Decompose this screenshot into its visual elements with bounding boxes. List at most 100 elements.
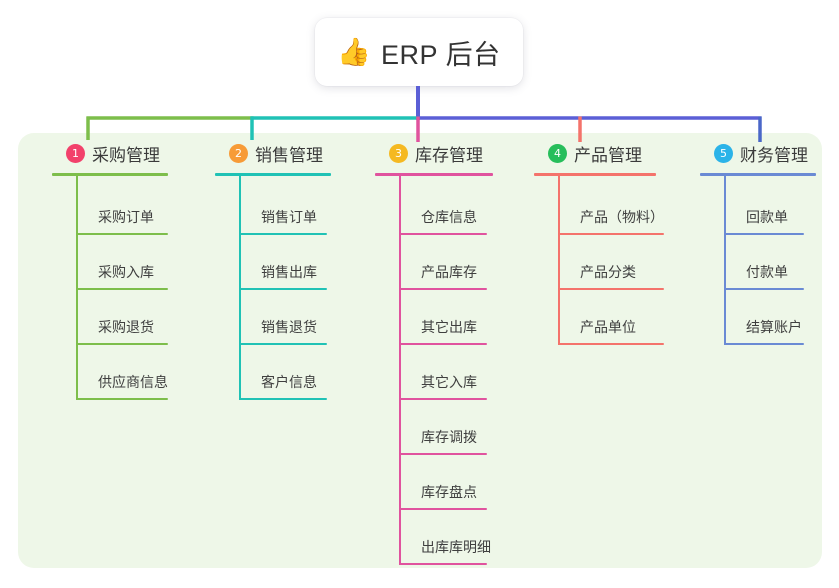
branch-item-list: 销售订单销售出库销售退货客户信息 (239, 176, 359, 400)
branch-item-label: 销售订单 (261, 209, 317, 225)
branch-item-label: 仓库信息 (421, 209, 477, 225)
branch-header-1[interactable]: 1 采购管理 (48, 133, 196, 173)
branch-item[interactable]: 产品分类 (558, 235, 690, 290)
branch-item-label: 采购退货 (98, 319, 154, 335)
branch-item-underline (239, 343, 327, 345)
branch-number-badge: 5 (714, 143, 733, 163)
branch-item-label: 回款单 (746, 209, 788, 225)
branch-item[interactable]: 销售订单 (239, 180, 359, 235)
branch-item-underline (399, 508, 487, 510)
branch-item[interactable]: 产品（物料） (558, 180, 690, 235)
branch-item-label: 付款单 (746, 264, 788, 280)
branch-item-underline (558, 288, 664, 290)
branch-column-5: 5 财务管理回款单付款单结算账户 (696, 133, 839, 345)
branch-item-underline (76, 343, 168, 345)
branch-item[interactable]: 结算账户 (724, 290, 839, 345)
branch-item-underline (239, 233, 327, 235)
branch-header-4[interactable]: 4 产品管理 (530, 133, 690, 173)
branch-header-underline (52, 173, 168, 176)
branch-item-label: 产品库存 (421, 264, 477, 280)
branch-header-3[interactable]: 3 库存管理 (371, 133, 523, 173)
branch-header-underline (215, 173, 331, 176)
branch-item[interactable]: 其它入库 (399, 345, 523, 400)
branch-item-underline (724, 343, 804, 345)
branch-item-label: 采购订单 (98, 209, 154, 225)
branch-item-underline (76, 398, 168, 400)
branch-title-label: 财务管理 (740, 145, 808, 165)
thumbs-up-icon: 👍 (337, 37, 372, 67)
branch-item-label: 其它入库 (421, 374, 477, 390)
branch-column-2: 2 销售管理销售订单销售出库销售退货客户信息 (211, 133, 359, 400)
branch-column-3: 3 库存管理仓库信息产品库存其它出库其它入库库存调拨库存盘点出库库明细 (371, 133, 523, 565)
branch-item-underline (76, 288, 168, 290)
branch-item[interactable]: 库存调拨 (399, 400, 523, 455)
branch-header-2[interactable]: 2 销售管理 (211, 133, 359, 173)
branch-item-underline (239, 288, 327, 290)
branch-item-underline (76, 233, 168, 235)
branch-item-label: 产品分类 (580, 264, 636, 280)
branch-item[interactable]: 出库库明细 (399, 510, 523, 565)
branch-item[interactable]: 仓库信息 (399, 180, 523, 235)
branch-item-label: 产品单位 (580, 319, 636, 335)
branch-item-underline (399, 233, 487, 235)
branch-item[interactable]: 采购入库 (76, 235, 196, 290)
branch-item[interactable]: 采购订单 (76, 180, 196, 235)
branch-item[interactable]: 产品库存 (399, 235, 523, 290)
branch-item-label: 库存盘点 (421, 484, 477, 500)
branch-item-label: 销售退货 (261, 319, 317, 335)
branch-item-underline (724, 288, 804, 290)
branch-header-underline (534, 173, 656, 176)
branch-item-list: 采购订单采购入库采购退货供应商信息 (76, 176, 196, 400)
branch-item[interactable]: 其它出库 (399, 290, 523, 345)
branch-header-underline (700, 173, 816, 176)
content-panel (18, 133, 822, 568)
branch-item-underline (399, 453, 487, 455)
branch-item[interactable]: 回款单 (724, 180, 839, 235)
branch-item-underline (399, 288, 487, 290)
branch-item-list: 仓库信息产品库存其它出库其它入库库存调拨库存盘点出库库明细 (399, 176, 523, 565)
branch-number-badge: 3 (389, 143, 408, 163)
branch-item-list: 回款单付款单结算账户 (724, 176, 839, 345)
branch-title-label: 产品管理 (574, 145, 642, 165)
branch-item[interactable]: 产品单位 (558, 290, 690, 345)
branch-item-label: 其它出库 (421, 319, 477, 335)
branch-item-underline (239, 398, 327, 400)
branch-spine (399, 176, 401, 565)
branch-item-underline (399, 563, 487, 565)
branch-item[interactable]: 供应商信息 (76, 345, 196, 400)
branch-item-underline (558, 343, 664, 345)
branch-title-label: 采购管理 (92, 145, 160, 165)
branch-item-label: 结算账户 (746, 319, 802, 335)
branch-item[interactable]: 采购退货 (76, 290, 196, 345)
branch-item-underline (399, 398, 487, 400)
branch-column-1: 1 采购管理采购订单采购入库采购退货供应商信息 (48, 133, 196, 400)
branch-item-label: 产品（物料） (580, 209, 664, 225)
branch-item-label: 销售出库 (261, 264, 317, 280)
branch-number-badge: 1 (66, 143, 85, 163)
branch-item[interactable]: 销售退货 (239, 290, 359, 345)
branch-title-label: 销售管理 (255, 145, 323, 165)
branch-item-underline (399, 343, 487, 345)
branch-item-label: 出库库明细 (421, 539, 491, 555)
branch-item-label: 库存调拨 (421, 429, 477, 445)
branch-spine (724, 176, 726, 345)
branch-item-underline (558, 233, 664, 235)
branch-header-5[interactable]: 5 财务管理 (696, 133, 839, 173)
branch-item-underline (724, 233, 804, 235)
branch-item[interactable]: 付款单 (724, 235, 839, 290)
branch-header-underline (375, 173, 493, 176)
branch-item-label: 客户信息 (261, 374, 317, 390)
branch-spine (558, 176, 560, 345)
branch-item-label: 供应商信息 (98, 374, 168, 390)
branch-item[interactable]: 销售出库 (239, 235, 359, 290)
branch-columns: 1 采购管理采购订单采购入库采购退货供应商信息 2 销售管理销售订单销售出库销售退货客… (18, 133, 822, 568)
root-node-erp-backend[interactable]: 👍 ERP 后台 (315, 18, 523, 86)
branch-item[interactable]: 库存盘点 (399, 455, 523, 510)
branch-item[interactable]: 客户信息 (239, 345, 359, 400)
branch-number-badge: 4 (548, 143, 567, 163)
branch-title-label: 库存管理 (415, 145, 483, 165)
branch-column-4: 4 产品管理产品（物料） 产品分类产品单位 (530, 133, 690, 345)
branch-number-badge: 2 (229, 143, 248, 163)
branch-item-list: 产品（物料） 产品分类产品单位 (558, 176, 690, 345)
